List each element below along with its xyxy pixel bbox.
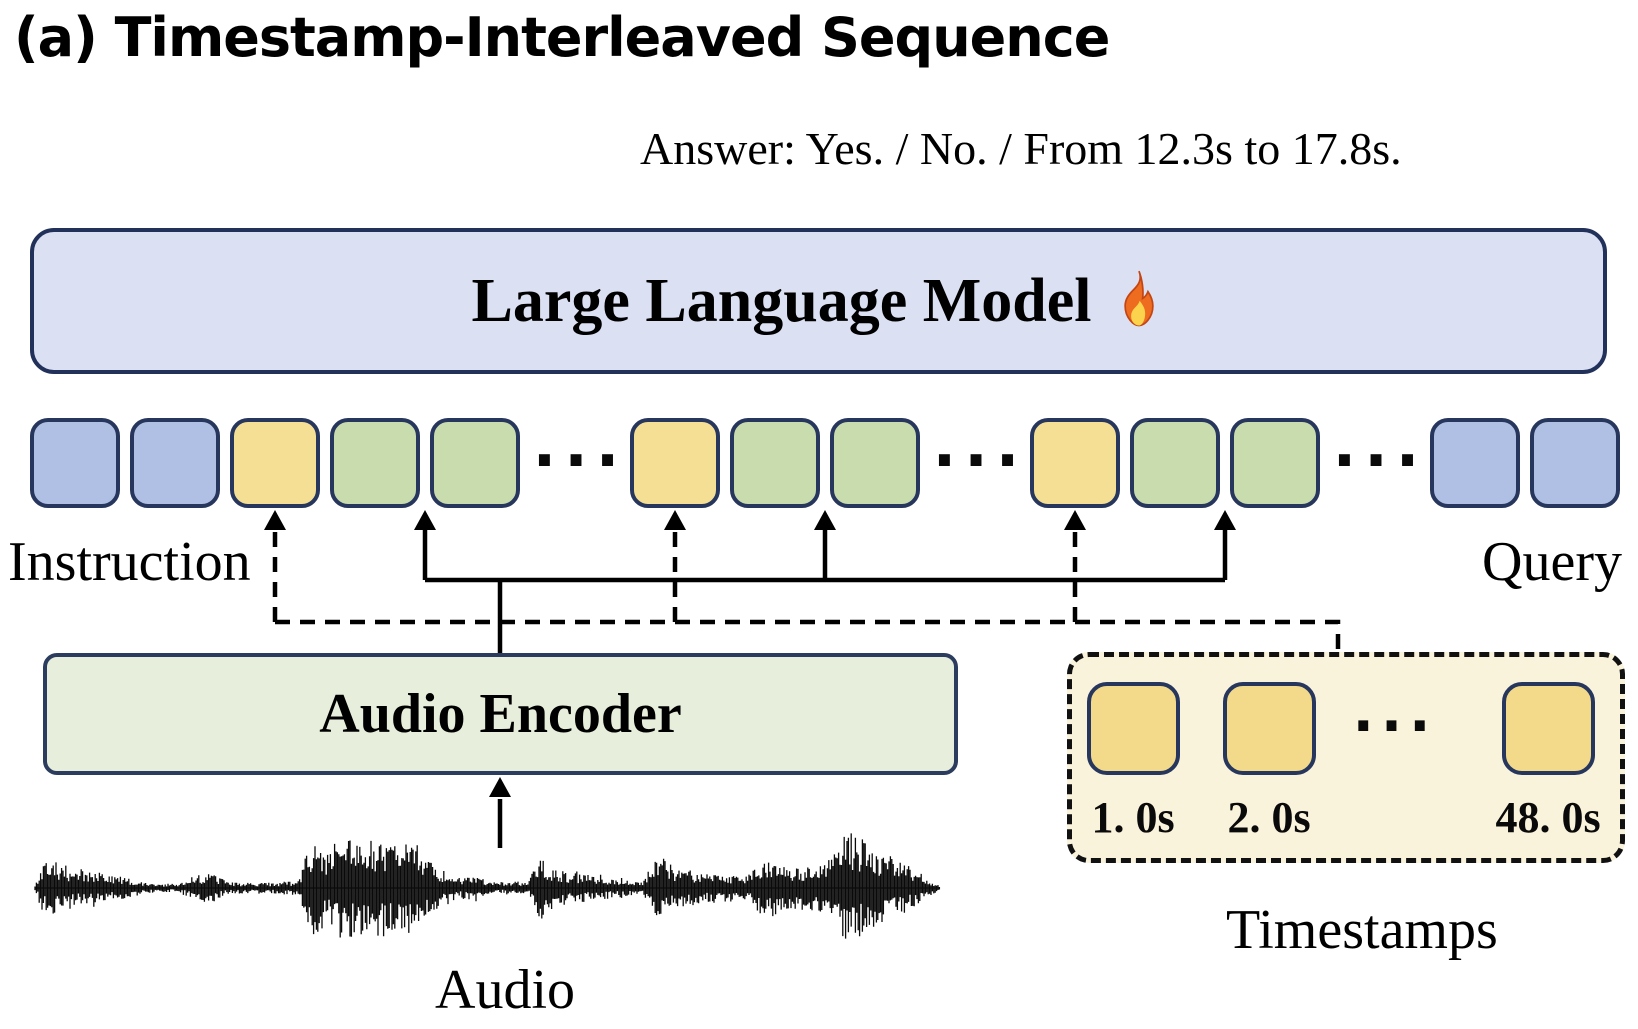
- figure-title: (a) Timestamp-Interleaved Sequence: [14, 6, 1110, 69]
- answer-text: Answer: Yes. / No. / From 12.3s to 17.8s…: [640, 123, 1402, 174]
- token-text: [130, 418, 220, 508]
- token-timestamp: [1030, 418, 1120, 508]
- large-language-model-box: Large Language Model: [30, 228, 1607, 374]
- query-label: Query: [1482, 531, 1622, 593]
- audio-encoder-box: Audio Encoder: [43, 653, 958, 775]
- token-timestamp: [230, 418, 320, 508]
- llm-label: Large Language Model: [471, 266, 1092, 335]
- token-text: [30, 418, 120, 508]
- timestamp-value-label: 2. 0s: [1227, 793, 1311, 842]
- token-audio: [330, 418, 420, 508]
- token-timestamp: [630, 418, 720, 508]
- waveform-path: [34, 833, 941, 939]
- timestamp-value-label: 1. 0s: [1091, 793, 1175, 842]
- ellipsis-dots: ···: [532, 424, 628, 497]
- solid-arrowhead-2: [814, 510, 836, 530]
- audio-label: Audio: [435, 959, 575, 1021]
- solid-arrowhead-3: [1214, 510, 1236, 530]
- timestamp-token-square: [1502, 682, 1595, 775]
- token-audio: [1130, 418, 1220, 508]
- token-audio: [730, 418, 820, 508]
- token-text: [1530, 418, 1620, 508]
- ellipsis-dots: ···: [932, 424, 1028, 497]
- audio-encoder-label: Audio Encoder: [319, 683, 682, 745]
- flame-icon: [1124, 270, 1155, 327]
- timestamp-value-label: 48. 0s: [1495, 793, 1601, 842]
- token-audio: [830, 418, 920, 508]
- token-text: [1430, 418, 1520, 508]
- solid-arrowhead-1: [414, 510, 436, 530]
- audio-to-encoder-arrowhead: [489, 777, 511, 797]
- instruction-label: Instruction: [8, 531, 251, 593]
- dashed-arrowhead-1: [264, 510, 286, 530]
- ellipsis-dots: ···: [1332, 424, 1428, 497]
- dashed-arrowhead-3: [1064, 510, 1086, 530]
- token-audio: [430, 418, 520, 508]
- timestamps-ellipsis-dots: ···: [1352, 694, 1438, 759]
- dashed-arrowhead-2: [664, 510, 686, 530]
- timestamps-label: Timestamps: [1226, 899, 1498, 961]
- token-audio: [1230, 418, 1320, 508]
- timestamp-token-square: [1087, 682, 1180, 775]
- timestamp-token-square: [1223, 682, 1316, 775]
